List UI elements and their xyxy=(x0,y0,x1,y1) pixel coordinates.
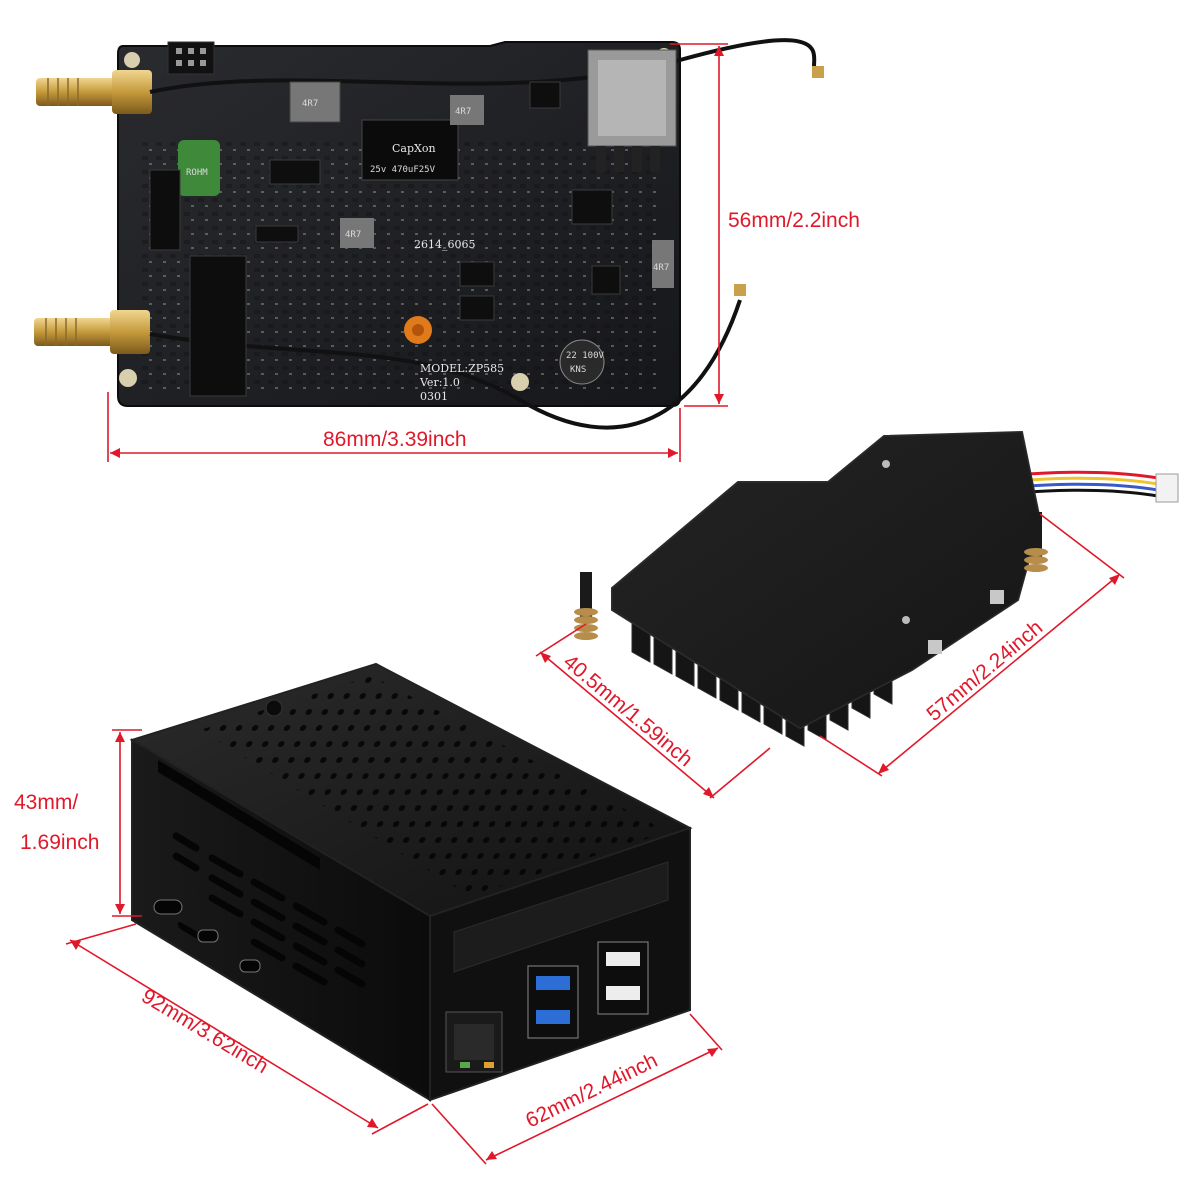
svg-text:4R7: 4R7 xyxy=(302,99,318,109)
svg-text:4R7: 4R7 xyxy=(653,263,669,273)
inductor: 4R7 xyxy=(450,95,484,125)
inductor: 4R7 xyxy=(340,218,374,248)
enclosure-case xyxy=(129,662,693,1102)
micro-hdmi-port xyxy=(197,929,219,943)
ethernet-port xyxy=(445,1011,503,1073)
capxon-capacitor: CapXon 25v 470uF25V xyxy=(361,119,459,181)
version-text: Ver:1.0 xyxy=(419,376,460,389)
spring-screw xyxy=(1024,512,1048,572)
date-code-text: 0301 xyxy=(420,390,448,403)
case-height-label-2: 1.69inch xyxy=(20,831,99,854)
micro-hdmi-port xyxy=(239,959,261,973)
kns-capacitor: 22 100V KNS xyxy=(559,339,605,385)
model-text: MODEL:ZP585 xyxy=(420,362,504,375)
side-vents xyxy=(178,922,200,940)
pcb-board: 4R7 ROHM CapXon 25v 470uF25V 4R7 4R7 xyxy=(34,38,824,430)
case-height-label-1: 43mm/ xyxy=(14,791,78,814)
sma-connector-bottom xyxy=(34,310,150,354)
mount-hole xyxy=(124,52,140,68)
board-width-dimension: 86mm/3.39inch xyxy=(107,392,681,462)
green-capacitor: ROHM xyxy=(178,140,220,196)
case-length-label: 92mm/3.62inch xyxy=(137,985,272,1079)
sma-connector-top xyxy=(36,70,152,114)
clip xyxy=(990,590,1004,604)
svg-text:KNS: KNS xyxy=(570,365,586,375)
board-width-label: 86mm/3.39inch xyxy=(323,428,467,451)
clip xyxy=(928,640,942,654)
svg-text:CapXon: CapXon xyxy=(392,142,436,155)
part-number-text: 2614_6065 xyxy=(414,238,476,251)
pin-header xyxy=(167,41,215,75)
svg-text:25v 470uF25V: 25v 470uF25V xyxy=(370,165,436,175)
case-height-dimension: 43mm/ 1.69inch xyxy=(14,729,142,917)
svg-text:ROHM: ROHM xyxy=(186,168,208,178)
svg-text:4R7: 4R7 xyxy=(455,107,471,117)
fpc-connector xyxy=(149,169,181,251)
svg-text:4R7: 4R7 xyxy=(345,230,361,240)
ufl-plug xyxy=(734,284,746,296)
mount-hole xyxy=(511,373,529,391)
board-height-label: 56mm/2.2inch xyxy=(728,209,860,232)
svg-text:22 100V: 22 100V xyxy=(566,351,605,361)
usb3-port xyxy=(527,965,579,1039)
m2-slot xyxy=(189,255,247,397)
usb2-port xyxy=(597,941,649,1015)
inductor: 4R7 xyxy=(652,240,674,288)
spring-screw xyxy=(574,572,598,640)
heatsink xyxy=(574,430,1179,747)
usb-c-port xyxy=(153,899,183,915)
mount-hole xyxy=(119,369,137,387)
board-height-dimension: 56mm/2.2inch xyxy=(670,43,860,407)
wire-connector xyxy=(1155,473,1179,503)
transformer xyxy=(587,49,677,172)
ufl-plug xyxy=(812,66,824,78)
antenna-cable xyxy=(149,299,742,430)
screw-hole xyxy=(265,699,283,717)
inductor: 4R7 xyxy=(289,81,341,123)
